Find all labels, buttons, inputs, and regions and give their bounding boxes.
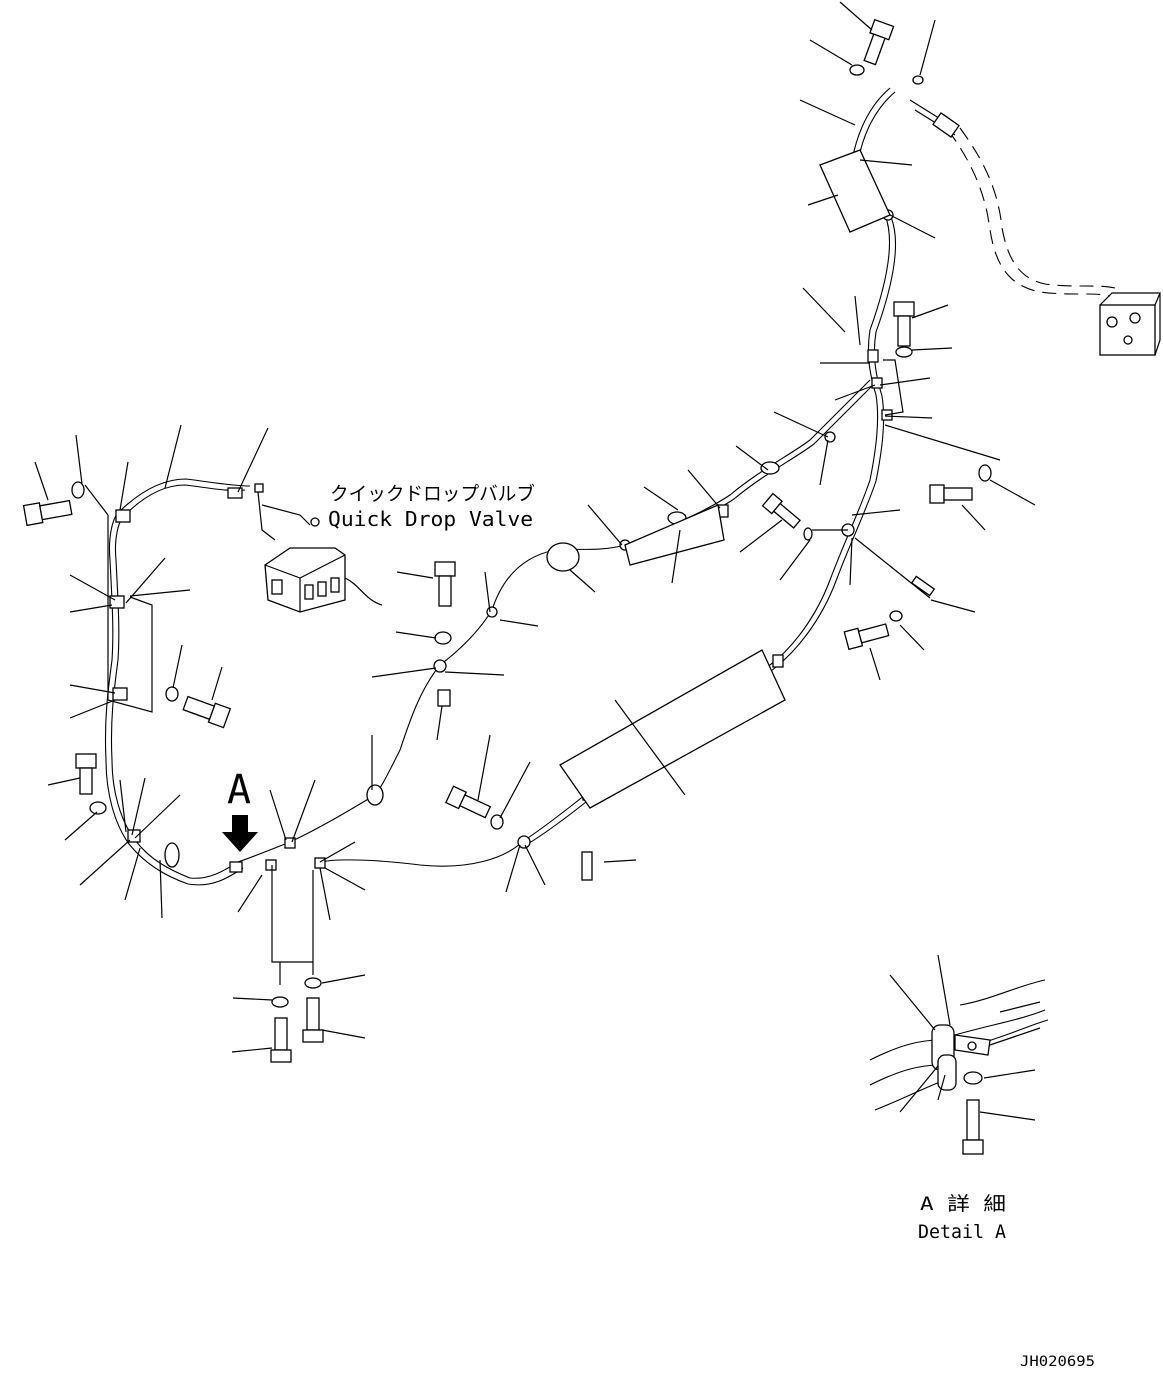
clip-icon (581, 851, 593, 881)
nut-icon (912, 75, 924, 85)
view-arrow-a (222, 815, 258, 852)
clip-icon (910, 575, 936, 597)
bolts (22, 18, 992, 1063)
bracket-lines (84, 359, 1001, 985)
detail-a-view (869, 954, 1049, 1155)
bolt-icon (445, 785, 492, 819)
bolt-icon (302, 997, 324, 1043)
detail-a-title-en: Detail A (918, 1221, 1007, 1243)
bolt-icon (270, 1017, 292, 1063)
right-valve-block-icon (1099, 292, 1161, 356)
quick-drop-valve-label-jp: クイックドロップバルブ (330, 482, 535, 505)
view-arrow-label: A (227, 767, 251, 813)
quick-drop-valve-label-en: Quick Drop Valve (328, 507, 533, 531)
washer-icon (71, 481, 85, 499)
washer-icon (304, 977, 322, 989)
washer-icon (490, 814, 504, 830)
text-labels: クイックドロップバルブ Quick Drop Valve A A 詳 細 Det… (227, 482, 1095, 1370)
external-hose-dashed (909, 99, 1116, 297)
washer-icon (963, 1071, 983, 1085)
detail-a-title-jp: A 詳 細 (920, 1193, 1006, 1215)
nut-icon (803, 527, 813, 541)
protective-sleeves (559, 149, 891, 809)
bolt-icon (929, 484, 973, 504)
quick-drop-valve-icon (257, 491, 383, 613)
bolt-icon (182, 695, 232, 729)
washer-icon (849, 64, 865, 76)
washer-icon (271, 996, 289, 1008)
collar-icon (437, 689, 451, 707)
drawing-number: JH020695 (1020, 1354, 1095, 1370)
washer-icon (978, 464, 992, 482)
bolt-icon (893, 301, 915, 347)
leader-lines (34, 1, 1036, 1053)
bolt-icon (863, 18, 895, 66)
bolt-icon (434, 561, 456, 607)
washer-icon (89, 801, 107, 815)
washer-icon (895, 346, 913, 358)
bolt-icon (75, 753, 97, 795)
washer-icon (434, 631, 452, 645)
washer-icon (889, 610, 903, 622)
bolt-icon (962, 1099, 984, 1155)
washer-icon (165, 686, 179, 702)
bolt-icon (843, 623, 890, 651)
bolt-icon (22, 499, 73, 527)
bolt-icon (761, 492, 801, 529)
